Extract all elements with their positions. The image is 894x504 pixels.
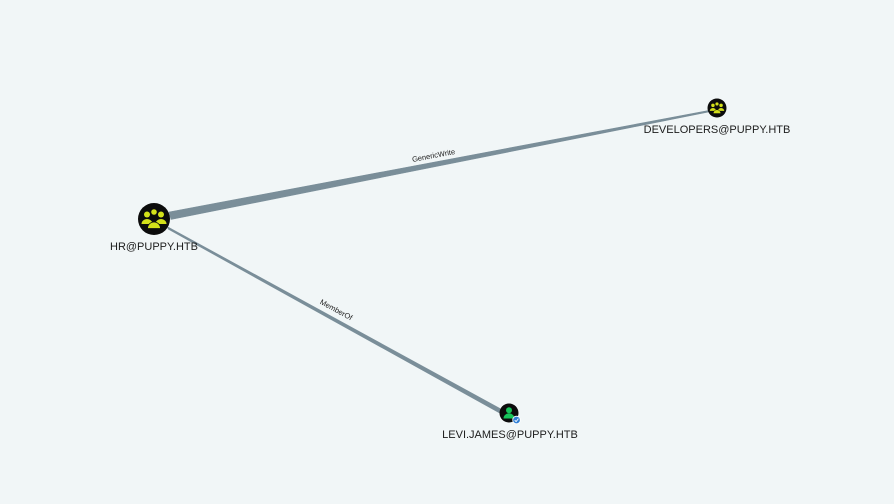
node-hr[interactable]: HR@PUPPY.HTB bbox=[110, 203, 198, 253]
node-levi-label: LEVI.JAMES@PUPPY.HTB bbox=[442, 429, 578, 441]
edge-memberof[interactable]: MemberOf bbox=[167, 226, 506, 417]
node-developers[interactable]: DEVELOPERS@PUPPY.HTB bbox=[644, 98, 791, 137]
node-hr-label: HR@PUPPY.HTB bbox=[110, 241, 198, 253]
node-levi[interactable]: LEVI.JAMES@PUPPY.HTB bbox=[442, 403, 578, 442]
edge-genericwrite-line[interactable] bbox=[168, 109, 716, 220]
node-hr-circle[interactable] bbox=[138, 203, 170, 235]
node-developers-circle[interactable] bbox=[707, 98, 727, 118]
node-developers-label: DEVELOPERS@PUPPY.HTB bbox=[644, 124, 791, 136]
users-group-icon bbox=[709, 101, 725, 114]
edge-genericwrite[interactable]: GenericWrite bbox=[168, 109, 716, 220]
user-icon bbox=[503, 407, 515, 419]
users-group-icon bbox=[141, 208, 167, 229]
edge-memberof-line[interactable] bbox=[167, 226, 506, 417]
owned-badge-icon bbox=[512, 415, 521, 425]
